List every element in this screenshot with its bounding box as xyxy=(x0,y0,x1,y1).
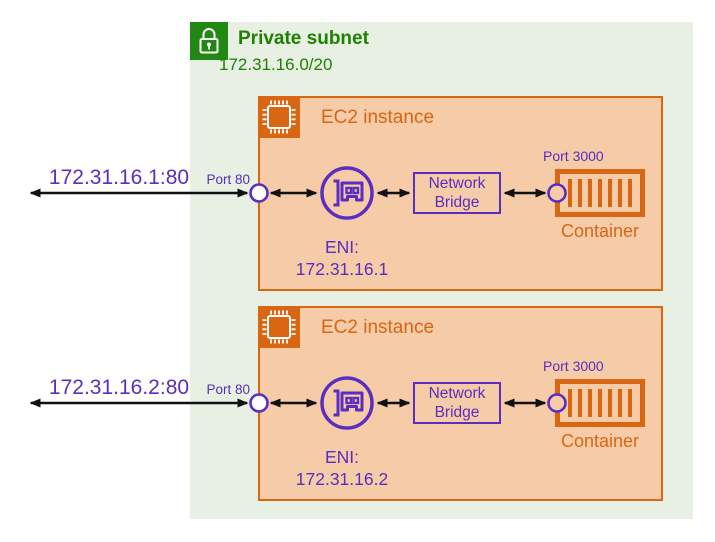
eni-label-prefix: ENI: xyxy=(324,447,360,467)
host-port-label: Port 80 xyxy=(206,172,250,187)
eni-label-prefix: ENI: xyxy=(324,237,360,257)
host-port-label: Port 80 xyxy=(206,382,250,397)
eni-label: ENI: 172.31.16.1 xyxy=(265,236,419,280)
eni-label: ENI: 172.31.16.2 xyxy=(265,446,419,490)
container-label: Container xyxy=(560,431,640,451)
network-interface-card-icon xyxy=(319,165,375,226)
subnet-title: Private subnet xyxy=(238,28,369,49)
ec2-instance-title: EC2 instance xyxy=(321,107,435,128)
eni-ip: 172.31.16.2 xyxy=(295,469,389,489)
host-port-circle xyxy=(249,393,269,413)
external-endpoint-label: 172.31.16.2:80 xyxy=(48,376,190,399)
ec2-instance-box xyxy=(258,306,663,501)
container-port-label: Port 3000 xyxy=(543,148,604,164)
host-port-circle xyxy=(249,183,269,203)
microchip-icon xyxy=(258,306,300,348)
eni-ip: 172.31.16.1 xyxy=(295,259,389,279)
network-bridge-label: Network Bridge xyxy=(428,175,486,211)
container-label: Container xyxy=(560,221,640,241)
subnet-cidr: 172.31.16.0/20 xyxy=(219,55,333,74)
connection-arrows xyxy=(29,183,567,203)
lock-icon xyxy=(190,22,228,60)
external-endpoint-label: 172.31.16.1:80 xyxy=(48,166,190,189)
network-bridge-label: Network Bridge xyxy=(428,385,486,421)
container-port-label: Port 3000 xyxy=(543,358,604,374)
network-bridge-box: Network Bridge xyxy=(413,172,501,214)
ec2-instance-1-group: EC2 instance 172.31.16.1:80 Port 80 ENI:… xyxy=(0,96,715,306)
connection-arrows xyxy=(29,393,567,413)
ec2-instance-2-group: EC2 instance 172.31.16.2:80 Port 80 ENI:… xyxy=(0,306,715,516)
network-bridge-box: Network Bridge xyxy=(413,382,501,424)
microchip-icon xyxy=(258,96,300,138)
ec2-instance-title: EC2 instance xyxy=(321,317,435,338)
container-port-circle xyxy=(547,183,567,203)
container-port-circle xyxy=(547,393,567,413)
ec2-instance-box xyxy=(258,96,663,291)
network-interface-card-icon xyxy=(319,375,375,436)
